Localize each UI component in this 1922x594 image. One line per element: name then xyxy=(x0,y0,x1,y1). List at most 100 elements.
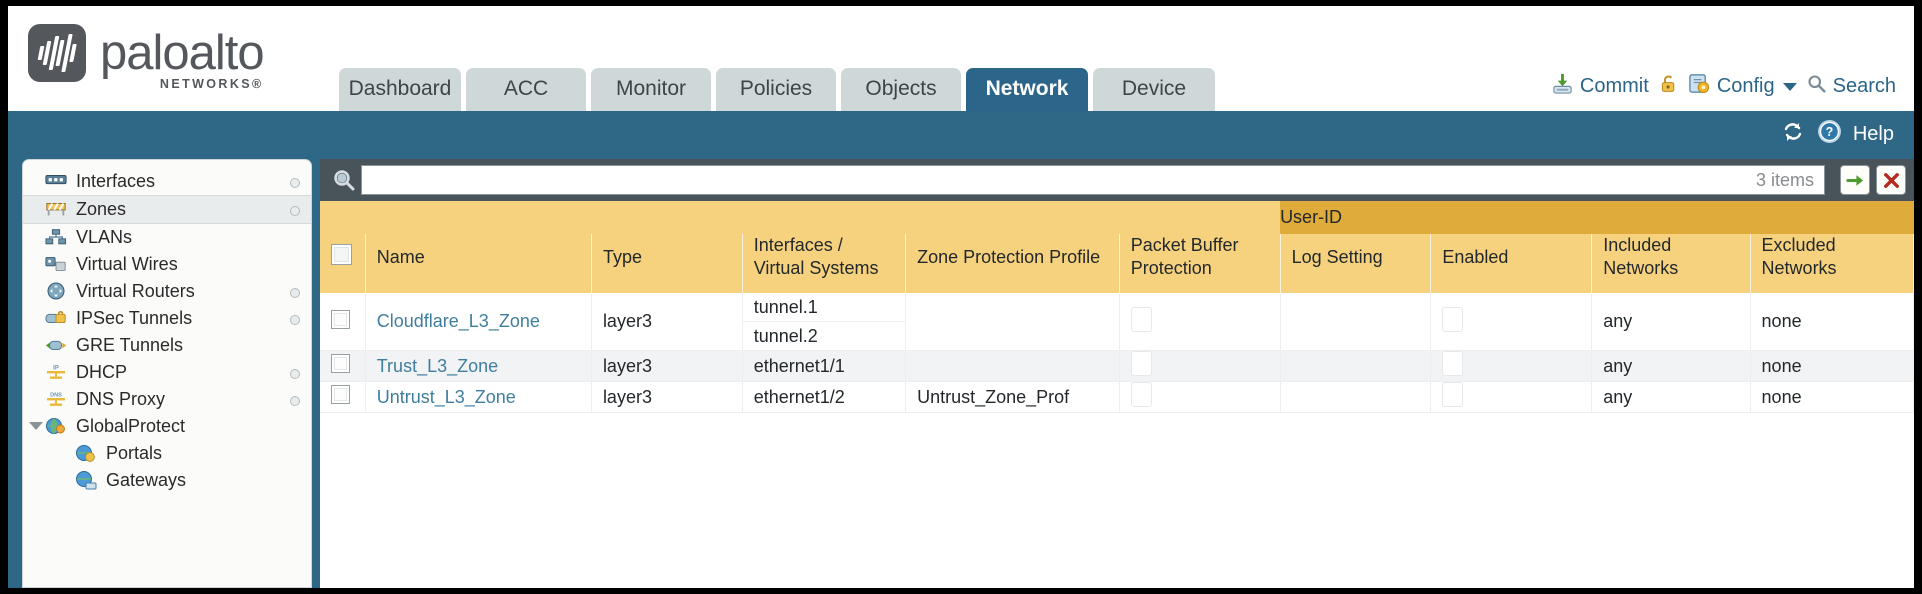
status-dot xyxy=(290,288,300,298)
cell-packet-buffer-protection xyxy=(1119,350,1281,382)
sidebar-item-label: DNS Proxy xyxy=(76,389,166,409)
row-checkbox[interactable] xyxy=(331,385,350,404)
cell-interface: tunnel.2 xyxy=(742,321,907,351)
sidebar-item-label: Interfaces xyxy=(76,171,156,191)
zone-name-link[interactable]: Cloudflare_L3_Zone xyxy=(376,311,540,331)
virtual-wires-icon xyxy=(45,255,67,274)
refresh-icon[interactable] xyxy=(1780,120,1806,150)
brand-tagline: NETWORKS® xyxy=(159,77,264,91)
sidebar-item-gre-tunnels[interactable]: GRE Tunnels xyxy=(23,332,311,359)
row-checkbox[interactable] xyxy=(331,309,350,329)
table-group-header-row: User-ID xyxy=(320,201,1914,234)
sidebar-item-interfaces[interactable]: Interfaces xyxy=(23,168,311,195)
column-header-interfaces[interactable]: Interfaces / Virtual Systems xyxy=(742,234,907,293)
masthead-actions: Commit xyxy=(1551,72,1896,101)
clear-filter-button[interactable] xyxy=(1876,165,1906,195)
table-row[interactable]: Trust_L3_Zone layer3 ethernet1/1 xyxy=(320,350,1914,382)
filter-toolbar: 3 items xyxy=(320,159,1914,201)
zone-name-link[interactable]: Trust_L3_Zone xyxy=(376,355,499,376)
tab-acc[interactable]: ACC xyxy=(466,68,586,111)
sidebar-item-gateways[interactable]: Gateways xyxy=(23,467,311,494)
help-label[interactable]: Help xyxy=(1852,123,1894,145)
svg-text:DNS: DNS xyxy=(50,393,62,399)
cell-interface: ethernet1/1 xyxy=(742,350,907,382)
help-question-icon[interactable]: ? xyxy=(1817,119,1842,150)
filter-input[interactable]: 3 items xyxy=(361,165,1825,195)
sidebar-item-label: GlobalProtect xyxy=(76,416,186,436)
userid-enabled-checkbox[interactable] xyxy=(1442,351,1464,376)
content-panel: 3 items xyxy=(320,159,1914,588)
status-dot xyxy=(290,178,300,188)
sidebar-item-label: GRE Tunnels xyxy=(76,335,184,355)
commit-button[interactable]: Commit xyxy=(1551,72,1649,101)
table-row[interactable]: Cloudflare_L3_Zone layer3 tunnel.1 xyxy=(320,293,1914,351)
cell-included-networks: any xyxy=(1591,350,1751,382)
sidebar-item-virtual-wires[interactable]: Virtual Wires xyxy=(23,251,311,278)
select-all-checkbox[interactable] xyxy=(331,243,352,265)
tab-policies[interactable]: Policies xyxy=(716,68,836,111)
packet-buffer-protection-checkbox[interactable] xyxy=(1130,306,1152,332)
table-row[interactable]: Untrust_L3_Zone layer3 ethernet1/2 Untru… xyxy=(320,381,1914,413)
sidebar-item-zones[interactable]: Zones xyxy=(23,195,311,224)
cell-excluded-networks: none xyxy=(1750,350,1914,382)
sidebar-item-vlans[interactable]: VLANs xyxy=(23,224,311,251)
userid-enabled-checkbox[interactable] xyxy=(1442,382,1464,407)
sidebar-item-dhcp[interactable]: IP DHCP xyxy=(23,359,311,386)
virtual-routers-icon xyxy=(45,282,67,301)
sidebar-item-label: Zones xyxy=(76,199,127,219)
sidebar-item-ipsec-tunnels[interactable]: IPSec Tunnels xyxy=(23,305,311,332)
row-checkbox[interactable] xyxy=(331,354,350,373)
config-lock-button[interactable] xyxy=(1658,72,1679,101)
column-header-name[interactable]: Name xyxy=(365,234,592,293)
interface-value: tunnel.1 xyxy=(753,296,818,317)
sidebar-item-globalprotect[interactable]: GlobalProtect xyxy=(23,413,311,440)
column-header-enabled[interactable]: Enabled xyxy=(1430,234,1593,293)
cell-userid-enabled xyxy=(1430,381,1593,413)
cell-interface: tunnel.1 xyxy=(742,293,907,322)
chevron-down-icon[interactable] xyxy=(1782,82,1797,91)
search-label: Search xyxy=(1832,75,1896,97)
column-header-type[interactable]: Type xyxy=(591,234,743,293)
sidebar-item-dns-proxy[interactable]: DNS DNS Proxy xyxy=(23,386,311,413)
brand-logo[interactable]: paloalto NETWORKS® xyxy=(28,24,265,91)
cell-zone-protection-profile: Untrust_Zone_Prof xyxy=(905,381,1120,413)
column-header-included-networks[interactable]: Included Networks xyxy=(1591,234,1751,293)
portals-icon xyxy=(75,444,97,463)
chevron-expanded-icon[interactable] xyxy=(29,422,43,430)
tab-dashboard[interactable]: Dashboard xyxy=(339,68,461,111)
masthead: paloalto NETWORKS® Dashboard ACC Monitor… xyxy=(8,6,1914,111)
tab-device[interactable]: Device xyxy=(1093,68,1215,111)
cell-excluded-networks: none xyxy=(1750,381,1914,413)
tab-network[interactable]: Network xyxy=(966,68,1088,111)
column-header-log-setting[interactable]: Log Setting xyxy=(1280,234,1432,293)
zone-name-link[interactable]: Untrust_L3_Zone xyxy=(376,386,516,407)
search-magnifier-icon[interactable] xyxy=(330,166,358,194)
table-row-continuation[interactable]: tunnel.2 xyxy=(320,321,1914,351)
column-header-packet-buffer-protection[interactable]: Packet Buffer Protection xyxy=(1119,234,1281,293)
sidebar-nav: Interfaces Zones xyxy=(22,159,312,588)
cell-packet-buffer-protection xyxy=(1119,293,1281,351)
sidebar-item-portals[interactable]: Portals xyxy=(23,440,311,467)
column-header-zone-protection-profile[interactable]: Zone Protection Profile xyxy=(905,234,1120,293)
column-header-excluded-networks[interactable]: Excluded Networks xyxy=(1750,234,1914,293)
tab-objects[interactable]: Objects xyxy=(841,68,961,111)
sidebar-item-virtual-routers[interactable]: Virtual Routers xyxy=(23,278,311,305)
userid-enabled-checkbox[interactable] xyxy=(1442,306,1464,332)
tab-monitor[interactable]: Monitor xyxy=(591,68,711,111)
application-window: paloalto NETWORKS® Dashboard ACC Monitor… xyxy=(8,6,1914,588)
cell-log-setting xyxy=(1280,350,1432,382)
table-header-row: Name Type Interfaces / Virtual Systems Z… xyxy=(320,234,1914,293)
interfaces-icon xyxy=(45,172,67,191)
apply-filter-button[interactable] xyxy=(1840,165,1870,195)
packet-buffer-protection-checkbox[interactable] xyxy=(1130,382,1152,407)
config-menu-button[interactable]: Config xyxy=(1688,72,1797,101)
brand-name: paloalto xyxy=(100,26,265,80)
sidebar-item-label: VLANs xyxy=(76,227,133,247)
select-all-header xyxy=(320,234,366,293)
search-button[interactable]: Search xyxy=(1806,73,1896,100)
cell-name: Cloudflare_L3_Zone xyxy=(365,293,592,351)
row-select-cell xyxy=(320,293,366,351)
dns-proxy-icon: DNS xyxy=(45,390,67,409)
cell-included-networks: any xyxy=(1591,381,1751,413)
packet-buffer-protection-checkbox[interactable] xyxy=(1130,351,1152,376)
